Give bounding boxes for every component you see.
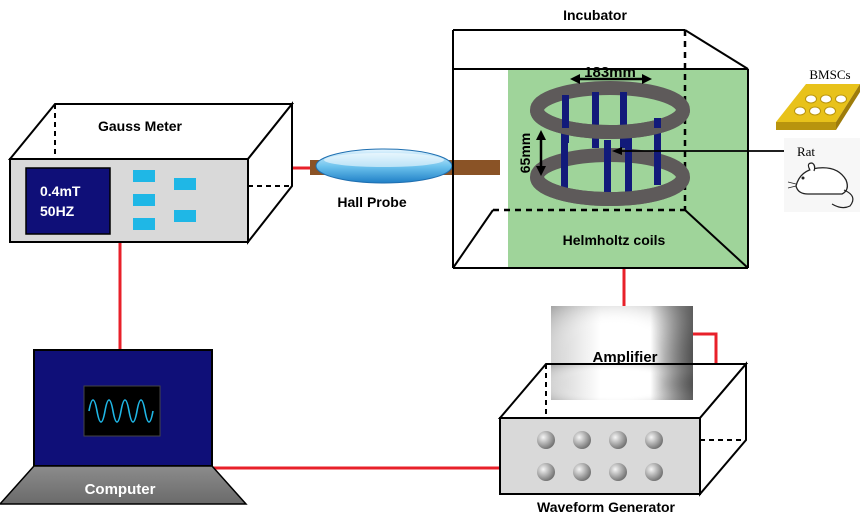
waveform-generator: Waveform Generator: [497, 361, 749, 515]
wires: [118, 166, 718, 470]
sample-pointer-arrow: [612, 147, 784, 155]
bmscs-plate-icon: BMSCs: [776, 67, 860, 130]
computer-label: Computer: [85, 481, 156, 498]
wire-amplifier-generator: [686, 332, 718, 364]
amplifier-label: Amplifier: [592, 349, 657, 366]
knob: [573, 431, 591, 449]
gauss-frequency: 50HZ: [40, 203, 75, 219]
coil-rod: [604, 140, 611, 194]
gauss-meter: Gauss Meter 0.4mT 50HZ: [7, 101, 295, 245]
coil-rod: [654, 133, 661, 185]
gauss-value: 0.4mT: [40, 183, 81, 199]
hall-probe-label: Hall Probe: [337, 194, 406, 210]
generator-knobs: [537, 431, 663, 481]
hall-probe: Hall Probe: [310, 148, 500, 210]
helmholtz-label: Helmholtz coils: [563, 232, 666, 248]
rat-icon: Rat: [784, 138, 860, 212]
coil-rod: [620, 92, 627, 148]
helmholtz-coils: 183mm 65mm Helmholtz coils: [517, 64, 690, 248]
knob: [645, 431, 663, 449]
meter-button: [133, 170, 155, 182]
bmscs-label: BMSCs: [809, 67, 850, 82]
coil-rod: [592, 92, 599, 148]
knob: [573, 463, 591, 481]
knob: [645, 463, 663, 481]
knob: [609, 431, 627, 449]
coil-rod: [625, 132, 632, 192]
coil-rod: [561, 131, 568, 191]
gauss-meter-label: Gauss Meter: [98, 118, 183, 134]
waveform-generator-label: Waveform Generator: [537, 499, 676, 515]
meter-button: [133, 194, 155, 206]
meter-button: [133, 218, 155, 230]
knob: [609, 463, 627, 481]
laptop-base: [0, 465, 248, 505]
computer: Computer: [0, 349, 248, 505]
incubator-label: Incubator: [563, 7, 627, 23]
sine-wave: [88, 399, 154, 423]
coil-width-label: 183mm: [584, 64, 636, 81]
coil-height-label: 65mm: [517, 133, 533, 173]
oscilloscope-screen: [83, 385, 161, 437]
meter-button: [174, 178, 196, 190]
meter-button: [174, 210, 196, 222]
gauss-display: [25, 167, 111, 235]
rat-label: Rat: [797, 144, 815, 159]
knob: [537, 431, 555, 449]
knob: [537, 463, 555, 481]
